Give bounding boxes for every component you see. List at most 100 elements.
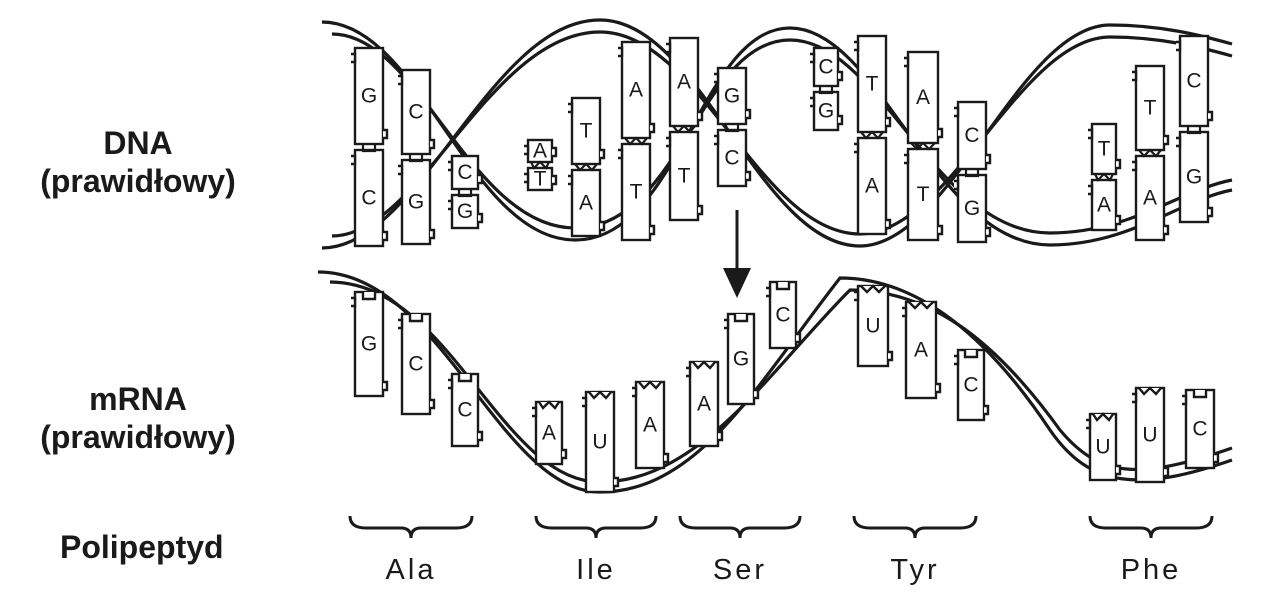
base-pair: AT xyxy=(904,50,944,242)
polypeptide-label: Polipeptyd xyxy=(60,528,260,566)
dna-base-bottom: G xyxy=(398,158,436,246)
mrna-base: A xyxy=(532,400,568,466)
dna-base-bottom: T xyxy=(524,166,558,192)
mrna-base-letter: C xyxy=(775,304,790,327)
amino-acid-label: Ile xyxy=(576,554,616,586)
dna-base-bottom: G xyxy=(1176,130,1214,224)
mrna-base: A xyxy=(902,300,942,400)
codon-brace xyxy=(678,515,802,539)
dna-base-top-letter: A xyxy=(677,71,691,94)
dna-base-bottom-letter: A xyxy=(1097,194,1111,217)
mrna-base: U xyxy=(1132,386,1170,484)
mrna-base-letter: U xyxy=(1142,424,1157,447)
dna-base-top: C xyxy=(810,46,844,88)
mrna-base-letter: U xyxy=(1095,436,1110,459)
base-pair: GC xyxy=(351,46,389,248)
dna-label-line1: DNA xyxy=(103,125,173,161)
mrna-label: mRNA (prawidłowy) xyxy=(20,380,256,456)
dna-base-bottom-letter: T xyxy=(534,168,547,191)
dna-base-bottom: A xyxy=(1132,154,1170,242)
dna-base-bottom-letter: T xyxy=(630,181,643,204)
amino-acid-label: Phe xyxy=(1121,554,1182,586)
dna-base-top: A xyxy=(618,40,656,140)
dna-base-bottom-letter: C xyxy=(361,187,376,210)
base-pair: CG xyxy=(810,46,844,132)
base-pair: GC xyxy=(714,66,752,188)
dna-base-top: C xyxy=(448,154,484,191)
dna-base-bottom-letter: G xyxy=(964,197,980,220)
dna-base-top-letter: C xyxy=(457,161,472,184)
dna-base-top: C xyxy=(954,100,992,171)
dna-helix xyxy=(321,18,1233,250)
dna-base-top-letter: T xyxy=(1144,97,1157,120)
dna-base-top-letter: G xyxy=(361,85,377,108)
mrna-base-letter: C xyxy=(1192,418,1207,441)
mrna-base-letter: C xyxy=(457,399,472,422)
mrna-strand-b xyxy=(329,280,1233,484)
mrna-base: C xyxy=(766,280,802,350)
dna-base-bottom-letter: T xyxy=(917,183,930,206)
dna-base-top: C xyxy=(398,68,436,156)
dna-label-line2: (prawidłowy) xyxy=(40,163,236,199)
dna-base-bottom: G xyxy=(448,193,484,230)
dna-base-bottom-letter: A xyxy=(865,175,879,198)
base-pair: AT xyxy=(618,40,656,242)
mrna-base: G xyxy=(351,290,389,398)
dna-base-bottom: C xyxy=(714,128,752,188)
codon-brace xyxy=(1088,515,1214,539)
base-pair: TA xyxy=(854,34,892,236)
transcription-arrow xyxy=(723,210,751,298)
base-pair: AT xyxy=(524,138,558,192)
dna-base-bottom: A xyxy=(854,136,892,236)
mrna-base: C xyxy=(1182,388,1220,470)
dna-base-top: T xyxy=(854,34,892,134)
base-pair: TA xyxy=(1088,122,1122,232)
dna-base-top: C xyxy=(1176,34,1214,128)
dna-base-bottom: A xyxy=(568,168,606,238)
mrna-label-line2: (prawidłowy) xyxy=(40,419,236,455)
dna-base-top-letter: T xyxy=(1098,138,1111,161)
dna-base-top-letter: A xyxy=(533,140,547,163)
mrna-base-letter: A xyxy=(643,414,657,437)
mrna-base-letter: U xyxy=(592,431,607,454)
dna-base-top: G xyxy=(714,66,752,126)
dna-base-bottom: T xyxy=(618,142,656,242)
amino-acid-label: Ser xyxy=(713,554,767,586)
dna-strand-1b xyxy=(331,32,1233,235)
dna-base-bottom: C xyxy=(351,148,389,248)
base-pair: CG xyxy=(448,154,484,230)
codon-brace xyxy=(852,515,978,539)
dna-base-bottom-letter: A xyxy=(1143,187,1157,210)
dna-base-top-letter: C xyxy=(964,124,979,147)
dna-base-top: A xyxy=(666,36,704,128)
mrna-base-letter: C xyxy=(408,353,423,376)
mrna-base: A xyxy=(686,360,724,448)
base-pair: AT xyxy=(666,36,704,222)
dna-base-top-letter: T xyxy=(866,73,879,96)
amino-acid-label: Ala xyxy=(386,554,437,586)
mrna-base: C xyxy=(398,312,436,416)
mrna-base: A xyxy=(632,380,670,470)
base-pair: CG xyxy=(954,100,992,244)
dna-base-top-letter: C xyxy=(818,56,833,79)
base-pair: TA xyxy=(568,96,606,238)
dna-strand-2b xyxy=(331,30,1233,238)
dna-base-bottom-letter: T xyxy=(678,165,691,188)
dna-base-bottom-letter: G xyxy=(1186,166,1202,189)
codon-brace xyxy=(534,515,658,539)
dna-base-top-letter: A xyxy=(629,79,643,102)
mrna-base-letter: G xyxy=(361,333,377,356)
mrna-base-letter: A xyxy=(914,339,928,362)
dna-base-top-letter: C xyxy=(1186,70,1201,93)
mrna-base: U xyxy=(582,390,620,494)
dna-base-bottom-letter: C xyxy=(724,147,739,170)
dna-base-bottom: G xyxy=(810,90,844,132)
dna-base-bottom-letter: G xyxy=(818,100,834,123)
mrna-base-letter: A xyxy=(697,393,711,416)
dna-label: DNA (prawidłowy) xyxy=(20,124,256,200)
dna-strand-2a xyxy=(321,18,1233,250)
mrna-base-letter: A xyxy=(542,422,556,445)
dna-base-top-letter: A xyxy=(916,86,930,109)
